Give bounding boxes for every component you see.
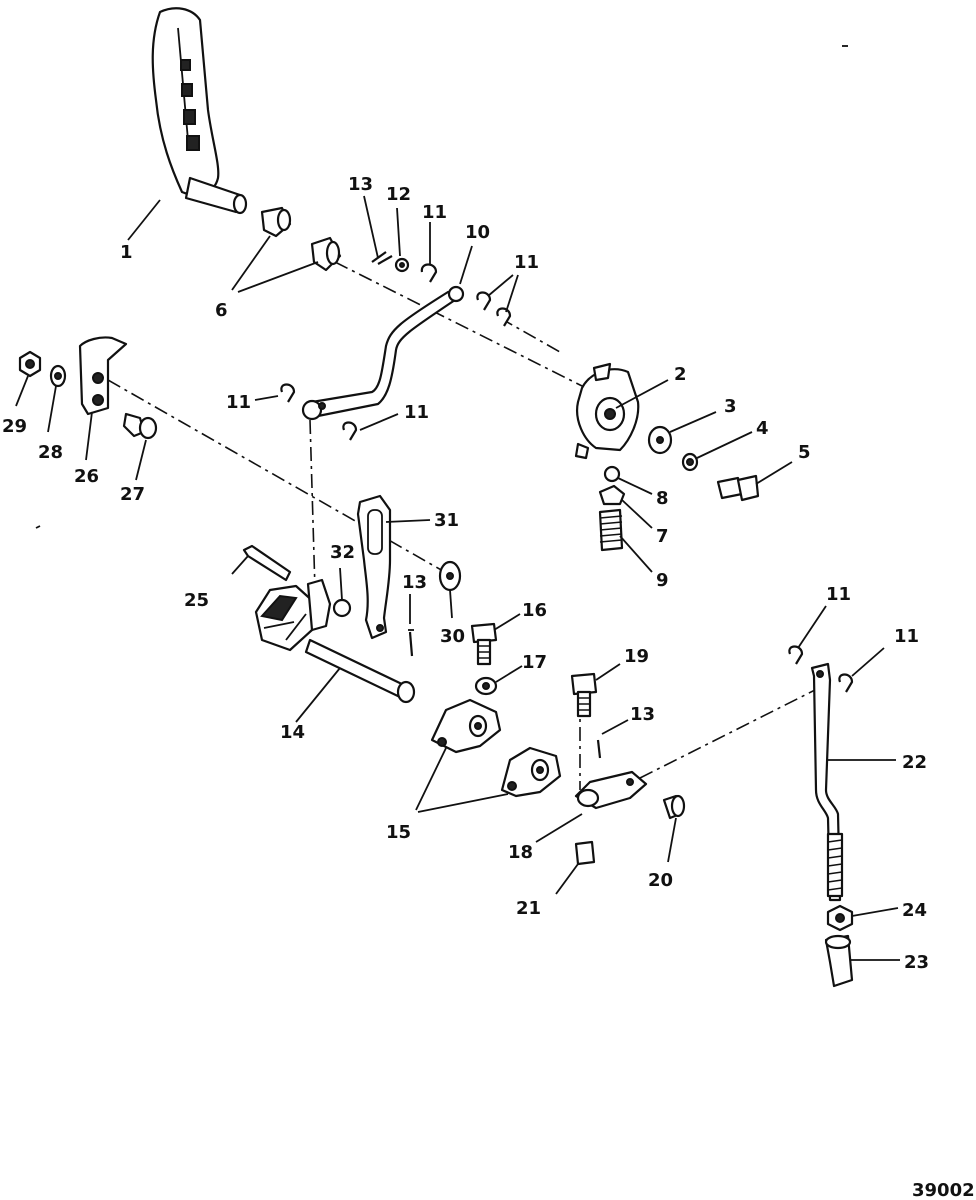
callout-22: 22 <box>902 752 927 773</box>
part-31-shift-lever <box>332 494 462 640</box>
callout-3: 3 <box>724 396 737 417</box>
parts-26-29-bracket <box>15 336 158 481</box>
callout-11: 11 <box>226 392 251 413</box>
callout-29: 29 <box>2 416 27 437</box>
parts-18-21-lever <box>535 663 686 895</box>
callout-6: 6 <box>215 300 228 321</box>
callout-12: 12 <box>386 184 411 205</box>
part-2-detent-plate <box>574 362 669 460</box>
parts-3-4-5-hardware <box>647 411 793 502</box>
callout-13: 13 <box>402 572 427 593</box>
callout-11: 11 <box>894 626 919 647</box>
parts-22-24-shift-rod <box>788 605 900 988</box>
callout-9: 9 <box>656 570 669 591</box>
callout-23: 23 <box>904 952 929 973</box>
parts-mid-hardware <box>408 594 523 696</box>
figure-number: 39002 <box>912 1180 975 1200</box>
callout-18: 18 <box>508 842 533 863</box>
callout-17: 17 <box>522 652 547 673</box>
callout-13: 13 <box>348 174 373 195</box>
part-10-link-rod <box>301 245 473 421</box>
callout-2: 2 <box>674 364 687 385</box>
callout-30: 30 <box>440 626 465 647</box>
callout-10: 10 <box>465 222 490 243</box>
callout-13: 13 <box>630 704 655 725</box>
callout-28: 28 <box>38 442 63 463</box>
callout-14: 14 <box>280 722 305 743</box>
callout-4: 4 <box>756 418 769 439</box>
callout-27: 27 <box>120 484 145 505</box>
callout-8: 8 <box>656 488 669 509</box>
alignment-lines <box>107 261 816 790</box>
callout-16: 16 <box>522 600 547 621</box>
callout-25: 25 <box>184 590 209 611</box>
part-11-clips-left <box>254 383 399 441</box>
callout-7: 7 <box>656 526 669 547</box>
part-15-clamps <box>415 698 562 813</box>
callout-21: 21 <box>516 898 541 919</box>
callout-11: 11 <box>422 202 447 223</box>
callout-31: 31 <box>434 510 459 531</box>
callout-26: 26 <box>74 466 99 487</box>
part-14-shift-shaft <box>231 544 416 723</box>
callout-11: 11 <box>404 402 429 423</box>
part-6-bushings <box>231 206 342 293</box>
callout-32: 32 <box>330 542 355 563</box>
callout-labels: 1 6 13 12 11 10 11 2 3 4 5 8 7 9 11 11 2… <box>2 174 929 973</box>
callout-11: 11 <box>826 584 851 605</box>
callout-24: 24 <box>902 900 927 921</box>
callout-20: 20 <box>648 870 673 891</box>
callout-5: 5 <box>798 442 811 463</box>
callout-15: 15 <box>386 822 411 843</box>
parts-top-small-hardware <box>363 195 519 327</box>
parts-8-7-9-detent-spring <box>598 465 653 573</box>
callout-19: 19 <box>624 646 649 667</box>
part-1-handle <box>127 7 248 241</box>
callout-1: 1 <box>120 242 133 263</box>
speck <box>35 525 41 529</box>
callout-11: 11 <box>514 252 539 273</box>
